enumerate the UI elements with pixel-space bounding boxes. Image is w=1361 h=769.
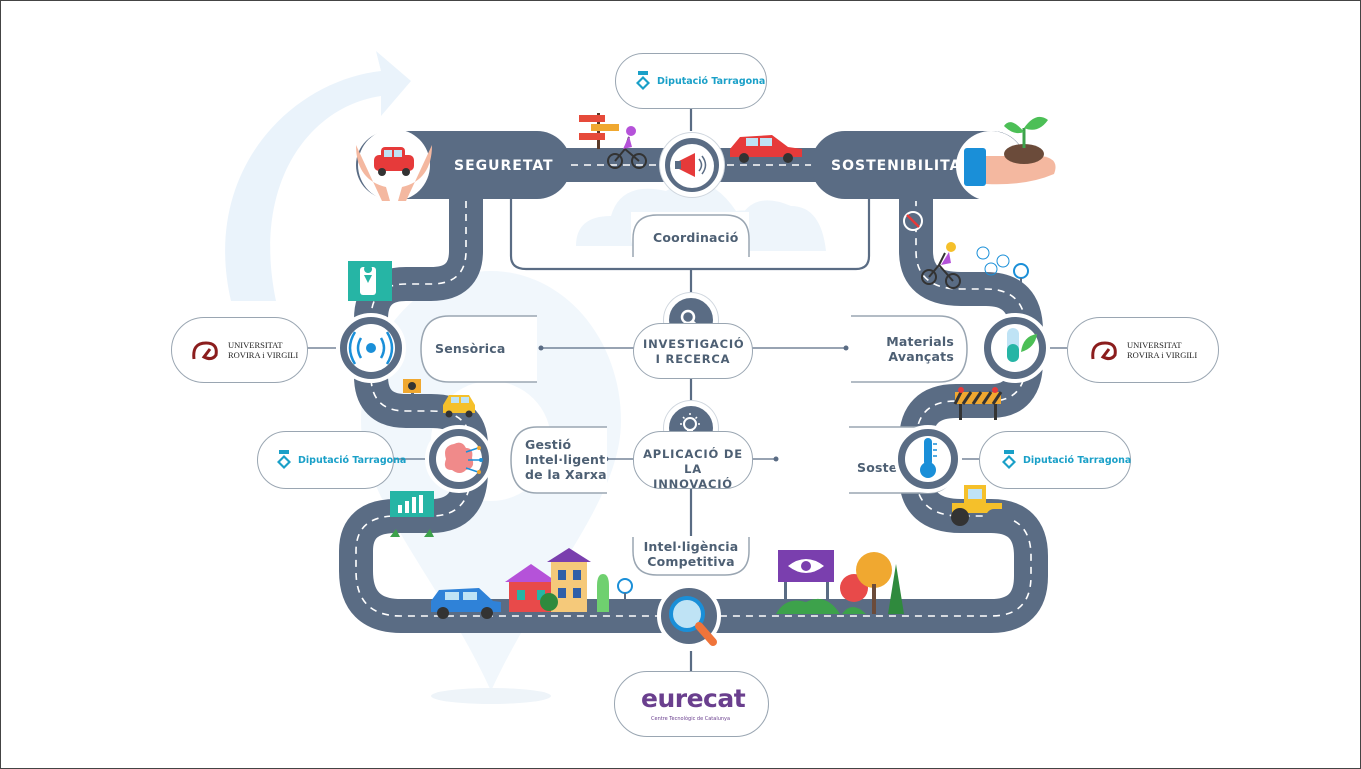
gestio-line-1: Gestió: [525, 437, 572, 452]
materials-line-1: Materials: [886, 334, 954, 349]
test-tube-icon: [980, 313, 1050, 383]
innovation-pill: [633, 431, 753, 489]
diputacio-logo-top: Diputació Tarragona: [635, 71, 765, 91]
diputacio-name: Diputació Tarragona: [1023, 454, 1132, 466]
aplicacio-line-1: APLICACIÓ DE: [643, 447, 743, 461]
materials-label: Materials Avançats: [876, 334, 954, 364]
eurecat-tagline: Centre Tecnològic de Catalunya: [651, 716, 731, 722]
sensorica-label: Sensòrica: [435, 341, 506, 356]
eurecat-logo: eurecat: [641, 684, 746, 713]
road-title-sostenibilitat: SOSTENIBILITAT: [831, 158, 971, 174]
urv-mark-icon: [1091, 341, 1117, 361]
intel-bracket: [632, 537, 750, 576]
diputacio-logo-right: Diputació Tarragona: [1001, 450, 1131, 470]
billboard-forest-scene: [776, 550, 904, 614]
aplicacio-label: APLICACIÓ DE LA INNOVACIÓ: [643, 447, 743, 492]
diputacio-logo-left: Diputació Tarragona: [276, 450, 406, 470]
gestio-line-2: Intel·ligent: [525, 452, 606, 467]
urv-line-2: ROVIRA i VIRGILI: [228, 350, 299, 360]
aplicacio-line-2: LA INNOVACIÓ: [653, 462, 733, 491]
sensorica-bracket: [420, 315, 537, 383]
intel-line-1: Intel·ligència: [643, 539, 739, 554]
village-scene: [431, 548, 633, 619]
roller-icon: [951, 485, 1012, 526]
intel-label: Intel·ligència Competitiva: [631, 539, 751, 569]
magnifier-icon: [657, 586, 721, 648]
logo-pill-eurecat: [614, 671, 769, 737]
materials-line-2: Avançats: [888, 349, 954, 364]
urv-line-2: ROVIRA i VIRGILI: [1127, 350, 1198, 360]
urv-line-1: UNIVERSITAT: [228, 340, 283, 350]
urv-line-1: UNIVERSITAT: [1127, 340, 1182, 350]
cyclist-co2-icon: [903, 211, 1029, 294]
chart-sign-icon: [390, 491, 434, 537]
hands-car-icon: [356, 129, 432, 201]
car-icon: [730, 135, 802, 163]
intel-line-2: Competitiva: [647, 554, 735, 569]
investigacio-label: INVESTIGACIÓ I RECERCA: [643, 337, 745, 367]
diputacio-crest-icon: [1002, 450, 1016, 469]
diputacio-name: Diputació Tarragona: [298, 454, 407, 466]
camera-taxi-icon: [403, 379, 475, 418]
tablet-location-icon: [348, 261, 392, 307]
diputacio-crest-icon: [636, 71, 650, 90]
thermometer-icon: [894, 425, 962, 493]
gestio-line-3: de la Xarxa: [525, 467, 607, 482]
research-pill: [633, 323, 753, 379]
gestio-label: Gestió Intel·ligent de la Xarxa: [525, 437, 607, 482]
investigacio-line-1: INVESTIGACIÓ: [643, 337, 745, 351]
logo-pill-diputacio-right: [979, 431, 1131, 489]
signal-icon: [336, 313, 406, 383]
diputacio-name: Diputació Tarragona: [657, 75, 766, 87]
coordinacio-label: Coordinació: [653, 230, 739, 245]
megaphone-icon: [670, 144, 714, 188]
investigacio-line-2: I RECERCA: [655, 352, 731, 366]
signpost-cyclist-icon: [579, 113, 647, 169]
urv-mark-icon: [192, 341, 218, 361]
brain-icon: [425, 425, 493, 493]
gestio-bracket: [510, 426, 607, 494]
coordination-bracket: [632, 214, 750, 257]
hand-plant-icon: [956, 116, 1056, 201]
roadblock-icon: [953, 387, 1003, 420]
road-title-seguretat: SEGURETAT: [454, 158, 554, 174]
materials-bracket: [851, 315, 968, 383]
diputacio-crest-icon: [277, 450, 291, 469]
